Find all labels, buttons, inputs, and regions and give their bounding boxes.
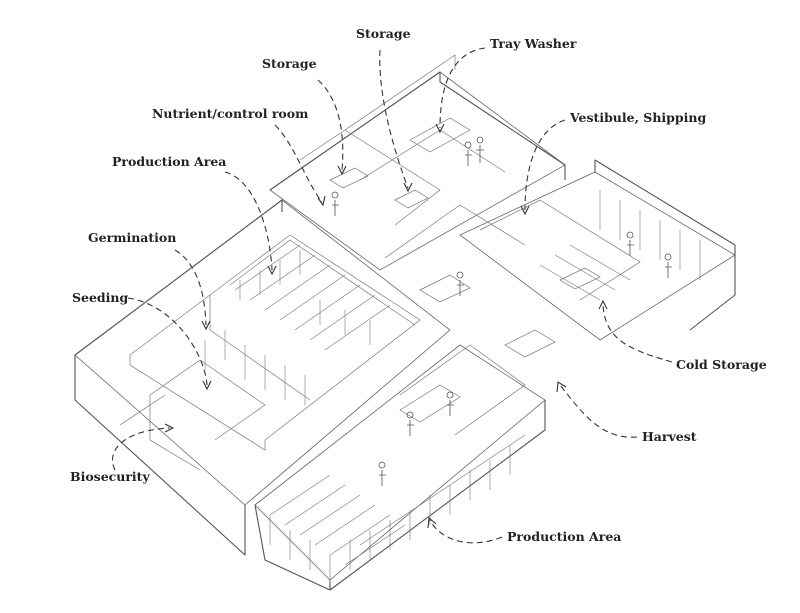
- leader-production-top: [224, 171, 273, 271]
- leader-seeding: [127, 297, 208, 386]
- label-tray-washer: Tray Washer: [490, 36, 577, 51]
- label-storage-left: Storage: [262, 56, 317, 71]
- leader-tray-washer: [439, 47, 486, 129]
- leader-biosecurity: [112, 427, 171, 471]
- label-vestibule-shipping: Vestibule, Shipping: [570, 110, 707, 125]
- label-seeding: Seeding: [72, 290, 129, 305]
- leader-storage-left: [317, 79, 344, 171]
- leader-nutrient: [274, 124, 323, 203]
- people: [331, 136, 672, 486]
- label-storage-top: Storage: [356, 26, 411, 41]
- leader-vestibule: [524, 119, 566, 211]
- label-production-area-bottom: Production Area: [507, 529, 622, 544]
- leader-germination: [174, 249, 207, 326]
- leader-production-bottom: [429, 519, 503, 544]
- leader-storage-top: [379, 49, 409, 189]
- leader-harvest: [559, 384, 638, 438]
- leader-lines: [112, 47, 673, 544]
- label-germination: Germination: [88, 230, 177, 245]
- label-biosecurity: Biosecurity: [70, 469, 150, 484]
- label-harvest: Harvest: [642, 429, 697, 444]
- grow-racks: [204, 190, 701, 585]
- building-outline: [74, 71, 736, 591]
- label-cold-storage: Cold Storage: [676, 357, 767, 372]
- label-production-area-top: Production Area: [112, 154, 227, 169]
- label-nutrient-control-room: Nutrient/control room: [152, 106, 309, 121]
- leader-cold-storage: [602, 304, 673, 363]
